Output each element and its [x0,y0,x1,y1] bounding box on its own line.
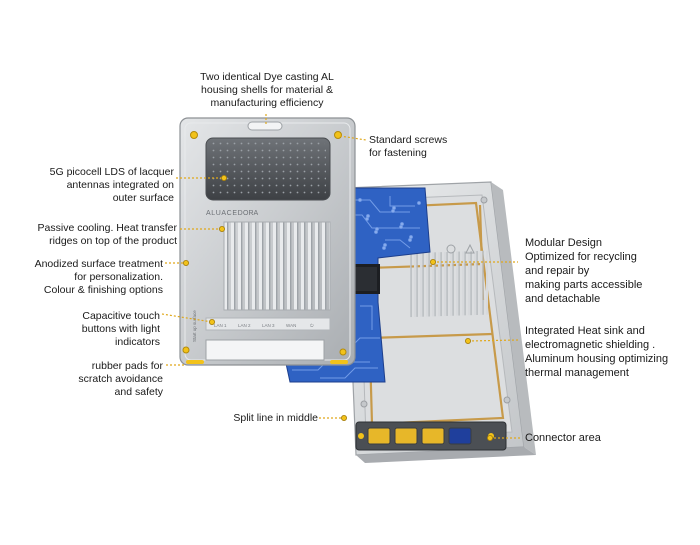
pcb-trace [389,196,415,207]
callout-standard-screws: Standard screws for fastening [369,134,448,159]
pcb-via [399,225,403,229]
callout-5g-antennas: 5G picocell LDS of lacquer antennas inte… [49,166,174,204]
touch-button-label: LAN 1 [214,323,227,328]
internal-heat-fins [410,250,488,318]
pcb-via [400,222,404,226]
lan-port [421,427,445,445]
callout-dots [182,174,493,441]
pcb-via [409,235,413,239]
pcb-via [366,214,370,218]
lan-port [367,427,391,445]
callout-heat-sink: Integrated Heat sink and electromagnetic… [525,325,669,379]
connector-area [355,421,507,451]
touch-button-label: LAN 3 [262,323,275,328]
pcb-trace [320,367,378,379]
pcb-via [365,217,369,221]
pcb-via [375,227,379,231]
rubber-pad-left [186,360,204,364]
touch-button-label: WAN [286,323,296,328]
lan-port [394,427,418,445]
connector-screw-left [358,433,364,439]
pcb-via [374,230,378,234]
brand-suffix: ORA [243,210,259,217]
touch-button-label: ⏻ [310,323,314,328]
callout-connector-area: Connector area [525,432,601,444]
wan-port [448,427,472,445]
pcb-via [358,198,362,202]
handle-slot [247,121,283,131]
bottom-window [205,339,325,361]
rubber-pad-right [330,360,348,364]
pcb-via [408,238,412,242]
brand-text: ALUACED [206,210,243,217]
touch-button-label: LAN 2 [238,323,251,328]
callout-rubber-pads: rubber pads for scratch avoidance and sa… [78,360,163,398]
pcb-via [392,206,396,210]
touch-button-strip [205,317,331,331]
pcb-trace [355,199,410,213]
pcb-trace [352,214,420,229]
side-text: Start up surface [192,310,197,342]
callout-leaders [161,114,520,439]
pcb-via [382,246,386,250]
callout-capacitive-buttons: Capacitive touch buttons with light indi… [81,310,160,348]
pcb-trace [360,305,373,330]
cooling-ridges [223,221,331,311]
callout-anodized-surface: Anodized surface treatment for personali… [34,258,163,296]
pcb-trace [385,239,411,249]
callout-modular-design: Modular Design Optimized for recycling a… [525,237,643,305]
pcb-via [383,243,387,247]
front-screws [182,131,347,356]
pcb-via [417,201,421,205]
callout-housing-shells: Two identical Dye casting AL housing she… [200,71,334,109]
recycle-marks [446,243,475,254]
callout-split-line: Split line in middle [233,412,318,424]
front-housing-shell: ALUACED ORA LAN 1 LAN 2 LAN 3 WAN ⏻ Start up… [179,117,356,366]
callout-passive-cooling: Passive cooling. Heat transfer ridges on… [37,222,177,247]
pcb-via [391,209,395,213]
